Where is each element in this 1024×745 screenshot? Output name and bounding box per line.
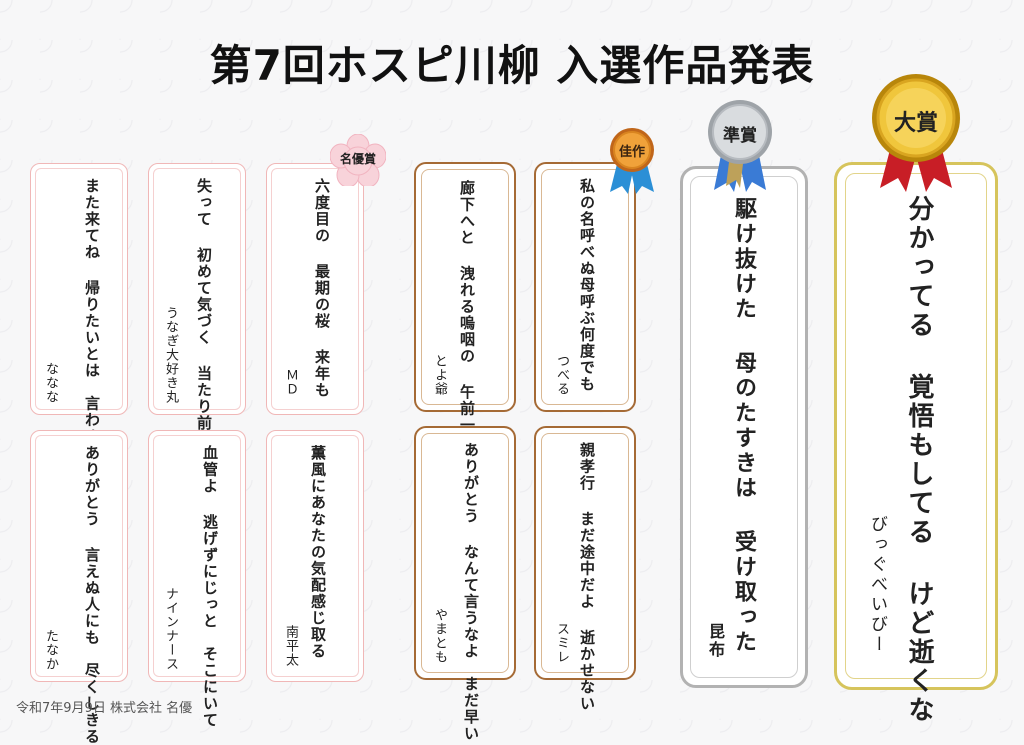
entry-poem: 廊下へと 洩れる嗚咽の 午前一時 (458, 180, 476, 450)
junsho-card: 駆け抜けた 母のたすきは 受け取った 昆布 (680, 166, 808, 688)
footer-date-company: 令和7年9月9日 株式会社 名優 (16, 701, 193, 716)
entry-poem: 失って 初めて気づく 当たり前 (195, 178, 213, 432)
page-title: 第7回ホスピ川柳 入選作品発表 (209, 41, 815, 90)
entry-poem: 私の名呼べぬ母呼ぶ何度でも (578, 178, 596, 393)
entry-poem: また来てね 帰りたいとは 言わぬ父 (83, 178, 101, 462)
entry-card: 私の名呼べぬ母呼ぶ何度でも つべる (534, 162, 636, 412)
entry-author: たなか (43, 629, 58, 671)
junsho-badge: 準賞 (700, 98, 780, 194)
meiyu-label: 名優賞 (339, 152, 376, 166)
taisho-label: 大賞 (893, 111, 938, 136)
entry-poem: ありがとう 言えぬ人にも 尽くしきる (83, 445, 101, 745)
entry-author: やまとも (432, 608, 447, 664)
medal-icon (708, 100, 772, 192)
taisho-author: びっぐべいびー (867, 515, 887, 655)
meiyu-badge: 名優賞 (329, 133, 387, 188)
junsho-author: 昆布 (706, 623, 725, 659)
junsho-label: 準賞 (723, 126, 757, 146)
entry-poem: 六度目の 最期の桜 来年も (313, 178, 331, 399)
taisho-card: 分かってる 覚悟もしてる けど逝くな びっぐべいびー (834, 162, 998, 725)
kasaku-badge: 佳作 (604, 126, 660, 196)
entry-card: 廊下へと 洩れる嗚咽の 午前一時 とよ爺 (414, 162, 516, 450)
entry-author: スミレ (554, 622, 569, 664)
medal-icon (872, 74, 960, 192)
sakura-icon (329, 133, 387, 188)
entry-author: ななな (43, 362, 58, 404)
taisho-poem: 分かってる 覚悟もしてる けど逝くな (904, 195, 934, 725)
entry-card: 六度目の 最期の桜 来年も ＭＤ (266, 163, 364, 415)
entry-card: 血管よ 逃げずにじっと そこにいて ナインナース (148, 430, 246, 729)
taisho-badge: 大賞 (866, 72, 966, 194)
junsho-poem: 駆け抜けた 母のたすきは 受け取った (731, 197, 757, 655)
entry-card: また来てね 帰りたいとは 言わぬ父 ななな (30, 163, 128, 462)
entry-poem: 血管よ 逃げずにじっと そこにいて (201, 445, 219, 729)
entry-card: ありがとう 言えぬ人にも 尽くしきる たなか (30, 430, 128, 745)
entry-card: 失って 初めて気づく 当たり前 うなぎ大好き丸 (148, 163, 246, 432)
entry-poem: 薫風にあなたの気配感じ取る (309, 445, 327, 660)
entry-author: ＭＤ (283, 368, 298, 396)
entry-author: とよ爺 (432, 354, 447, 396)
entry-card: 薫風にあなたの気配感じ取る 南平太 (266, 430, 364, 682)
medal-icon (610, 128, 654, 194)
entry-card: 親孝行 まだ途中だよ 逝かせない スミレ (534, 426, 636, 712)
entry-card: ありがとう なんて言うなよ まだ早い やまとも (414, 426, 516, 742)
entry-author: うなぎ大好き丸 (163, 306, 178, 404)
entry-poem: ありがとう なんて言うなよ まだ早い (462, 442, 480, 742)
kasaku-label: 佳作 (618, 145, 645, 160)
entry-poem: 親孝行 まだ途中だよ 逝かせない (578, 442, 596, 712)
entry-author: つべる (554, 354, 569, 396)
entry-author: ナインナース (163, 587, 178, 671)
entry-author: 南平太 (283, 625, 298, 667)
